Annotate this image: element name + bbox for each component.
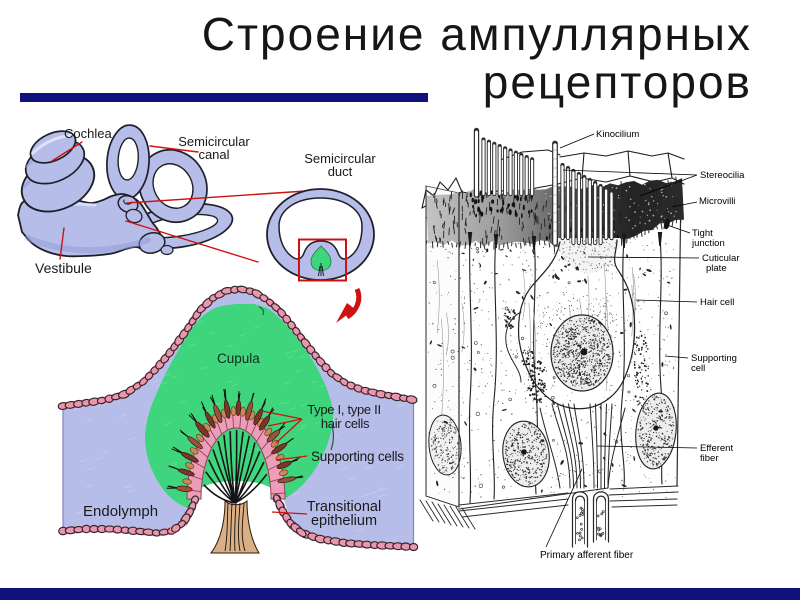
svg-text:duct: duct — [328, 164, 353, 179]
svg-text:Supporting: Supporting — [691, 353, 737, 364]
svg-text:Primary afferent fiber: Primary afferent fiber — [540, 550, 634, 561]
svg-text:Tight: Tight — [692, 228, 713, 239]
svg-text:Transitional: Transitional — [307, 499, 381, 515]
svg-text:Hair cell: Hair cell — [700, 297, 734, 308]
svg-text:hair cells: hair cells — [321, 416, 370, 431]
svg-text:canal: canal — [198, 147, 229, 162]
svg-text:Supporting cells: Supporting cells — [311, 449, 404, 464]
svg-text:Microvilli: Microvilli — [699, 196, 735, 207]
svg-text:junction: junction — [691, 238, 725, 249]
svg-text:Semicircular: Semicircular — [178, 134, 250, 149]
svg-text:Vestibule: Vestibule — [35, 260, 92, 276]
svg-text:Cuticular: Cuticular — [702, 253, 740, 264]
svg-text:Efferent: Efferent — [700, 443, 733, 454]
svg-text:plate: plate — [706, 263, 727, 274]
svg-text:fiber: fiber — [700, 453, 718, 464]
svg-text:Stereocilia: Stereocilia — [700, 170, 745, 181]
svg-text:Endolymph: Endolymph — [83, 503, 158, 520]
svg-text:Semicircular: Semicircular — [304, 151, 376, 166]
svg-text:Cupula: Cupula — [217, 351, 260, 366]
svg-text:cell: cell — [691, 363, 705, 374]
svg-text:epithelium: epithelium — [311, 513, 377, 529]
svg-text:Kinocilium: Kinocilium — [596, 129, 639, 140]
svg-text:Cochlea: Cochlea — [64, 126, 112, 141]
svg-text:Type I, type II: Type I, type II — [307, 402, 381, 417]
